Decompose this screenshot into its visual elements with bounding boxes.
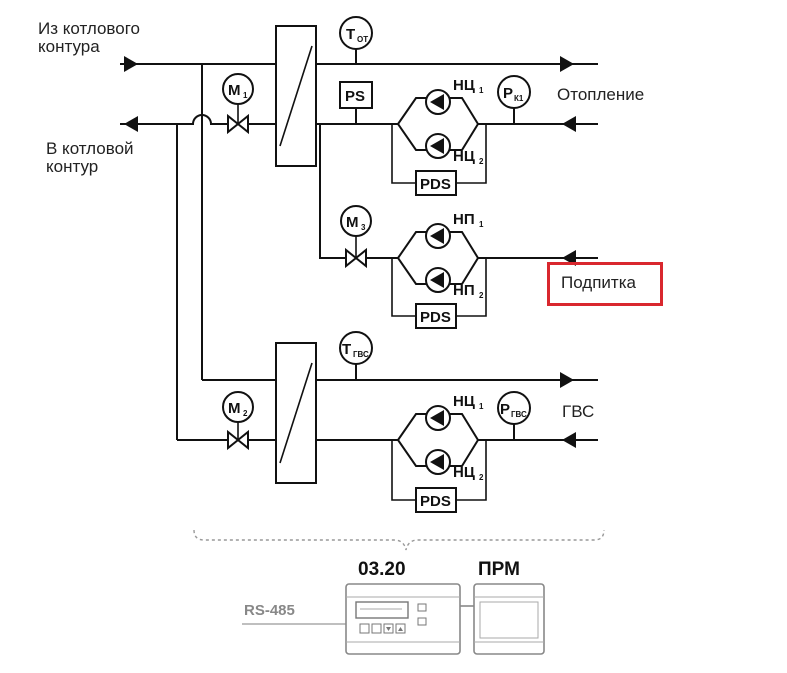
svg-text:ГВС: ГВС xyxy=(511,410,527,419)
svg-text:PDS: PDS xyxy=(420,493,451,510)
actuator-m2: M 2 xyxy=(222,391,254,423)
label-to-boiler-line1: В котловой xyxy=(46,139,134,158)
svg-text:НЦ: НЦ xyxy=(453,393,475,410)
actuator-m3: M 3 xyxy=(340,205,372,237)
actuator-m1: M 1 xyxy=(222,73,254,105)
label-heating: Отопление xyxy=(557,85,645,104)
module-name: ПРМ xyxy=(478,559,520,580)
svg-text:2: 2 xyxy=(479,473,484,482)
sensor-t-ot: T ОТ xyxy=(339,16,373,50)
arrow-in-from-boiler xyxy=(124,56,138,72)
pressure-switch-ps: PS xyxy=(339,81,373,109)
valve-m3 xyxy=(345,247,367,269)
svg-text:P: P xyxy=(500,401,510,418)
pds-heating: PDS xyxy=(415,170,457,196)
svg-text:M: M xyxy=(346,214,359,231)
controller-device-0320 xyxy=(345,583,461,655)
label-from-boiler-circuit: Из котлового контура xyxy=(38,20,140,56)
module-device-prm xyxy=(473,583,545,655)
svg-text:PDS: PDS xyxy=(420,309,451,326)
label-dhw: ГВС xyxy=(562,402,595,421)
pump-group-heating xyxy=(396,89,480,159)
pds-makeup: PDS xyxy=(415,303,457,329)
svg-text:PDS: PDS xyxy=(420,176,451,193)
svg-text:НЦ: НЦ xyxy=(453,148,475,165)
arrow-out-to-boiler xyxy=(124,116,138,132)
svg-text:T: T xyxy=(346,26,355,43)
svg-text:ОТ: ОТ xyxy=(357,35,368,44)
svg-text:T: T xyxy=(342,341,351,358)
pump-labels-heating: НЦ 1 НЦ 2 xyxy=(453,77,484,166)
label-makeup: Подпитка xyxy=(561,273,636,292)
valve-m2 xyxy=(227,429,249,451)
svg-text:НП: НП xyxy=(453,282,475,299)
pipe-network xyxy=(120,48,598,501)
pds-dhw: PDS xyxy=(415,487,457,513)
svg-text:К1: К1 xyxy=(514,94,524,103)
label-to-boiler-circuit: В котловой контур xyxy=(46,140,134,176)
svg-text:2: 2 xyxy=(479,157,484,166)
pump-labels-dhw: НЦ 1 НЦ 2 xyxy=(453,393,484,482)
arrow-heating-return xyxy=(562,116,576,132)
heat-exchanger-heating xyxy=(275,25,317,167)
rs485-label: RS-485 xyxy=(244,602,295,619)
label-from-boiler-line1: Из котлового xyxy=(38,19,140,38)
controller-model: 03.20 xyxy=(358,559,406,580)
svg-text:ГВС: ГВС xyxy=(353,350,369,359)
label-to-boiler-line2: контур xyxy=(46,157,99,176)
svg-text:PS: PS xyxy=(345,88,365,105)
arrow-dhw-return xyxy=(562,432,576,448)
arrow-heating-supply xyxy=(560,56,574,72)
controller-bracket xyxy=(193,529,605,551)
svg-text:1: 1 xyxy=(479,220,484,229)
pump-labels-makeup: НП 1 НП 2 xyxy=(453,211,484,300)
svg-text:3: 3 xyxy=(361,223,366,232)
svg-text:2: 2 xyxy=(243,409,248,418)
svg-text:2: 2 xyxy=(479,291,484,300)
svg-text:M: M xyxy=(228,82,241,99)
svg-text:M: M xyxy=(228,400,241,417)
svg-text:НЦ: НЦ xyxy=(453,464,475,481)
pump-group-makeup xyxy=(396,223,480,293)
svg-text:1: 1 xyxy=(243,91,248,100)
label-from-boiler-line2: контура xyxy=(38,37,100,56)
svg-text:P: P xyxy=(503,85,513,102)
svg-text:НЦ: НЦ xyxy=(453,77,475,94)
svg-text:1: 1 xyxy=(479,86,484,95)
pump-group-dhw xyxy=(396,405,480,475)
sensor-p-k1: P К1 xyxy=(497,75,531,109)
svg-text:1: 1 xyxy=(479,402,484,411)
sensor-p-gvs: P ГВС xyxy=(497,391,531,425)
valve-m1 xyxy=(227,113,249,135)
makeup-highlight-box xyxy=(547,262,663,306)
arrow-dhw-supply xyxy=(560,372,574,388)
heat-exchanger-dhw xyxy=(275,342,317,484)
sensor-t-gvs: T ГВС xyxy=(339,331,373,365)
svg-text:НП: НП xyxy=(453,211,475,228)
